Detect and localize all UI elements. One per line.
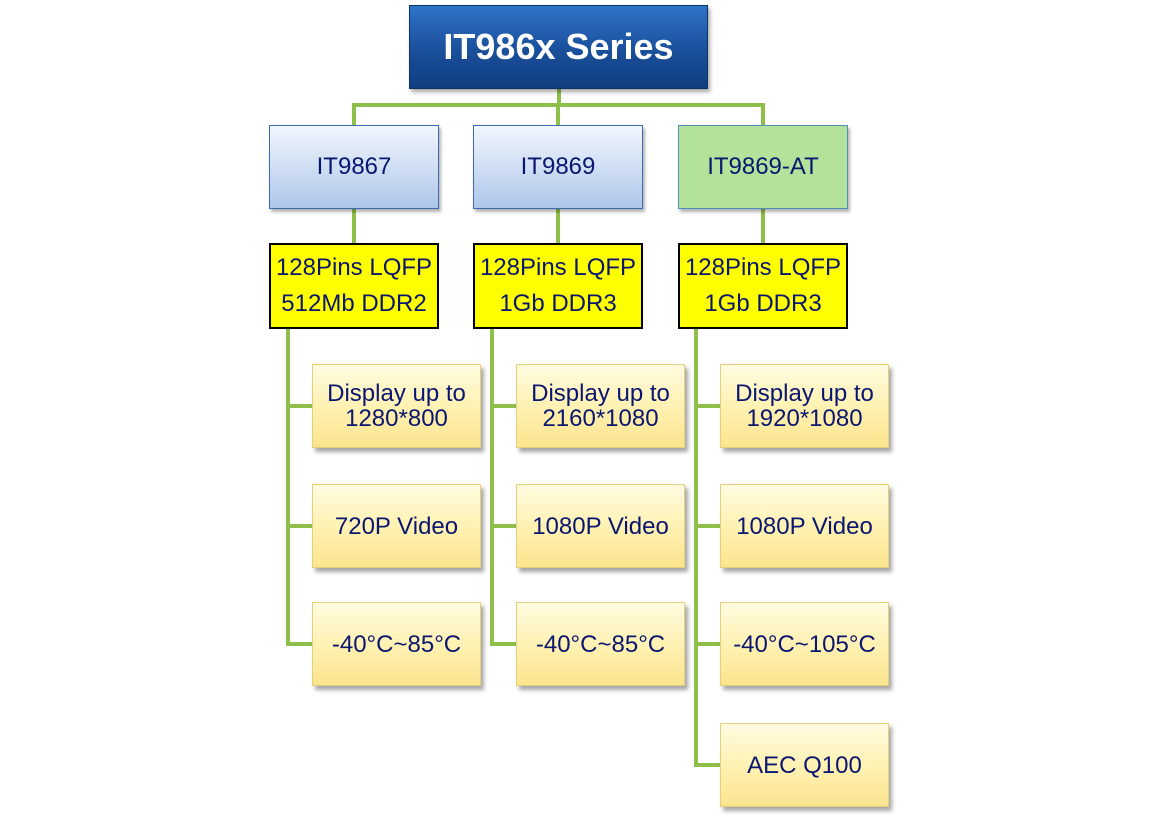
feature-line: -40°C~105°C — [733, 630, 876, 658]
package-label: 128Pins LQFP — [275, 254, 433, 281]
package-label: 128Pins LQFP — [684, 254, 842, 281]
feature-line: 1080P Video — [736, 512, 873, 540]
root-node: IT986x Series — [409, 5, 708, 89]
feature-node-video: 720P Video — [312, 484, 481, 568]
feature-node-video: 1080P Video — [720, 484, 889, 568]
feature-node-temperature: -40°C~85°C — [312, 602, 481, 686]
feature-line: -40°C~85°C — [331, 630, 462, 658]
model-node-it9869: IT9869 — [473, 125, 643, 209]
feature-node-display: Display up to 1920*1080 — [720, 364, 889, 448]
model-label: IT9867 — [316, 153, 392, 180]
feature-line: 1280*800 — [345, 405, 448, 432]
spec-node-it9869-at: 128Pins LQFP 1Gb DDR3 — [678, 243, 848, 329]
model-label: IT9869-AT — [707, 153, 819, 180]
model-node-it9869-at: IT9869-AT — [678, 125, 848, 209]
feature-line: Display up to — [531, 380, 670, 407]
feature-node-display: Display up to 2160*1080 — [516, 364, 685, 448]
feature-line: 720P Video — [334, 512, 459, 540]
feature-line: -40°C~85°C — [535, 630, 666, 658]
root-label: IT986x Series — [443, 26, 674, 67]
spec-node-it9867: 128Pins LQFP 512Mb DDR2 — [269, 243, 439, 329]
model-node-it9867: IT9867 — [269, 125, 439, 209]
feature-node-temperature: -40°C~85°C — [516, 602, 685, 686]
memory-label: 1Gb DDR3 — [499, 290, 617, 317]
feature-line: Display up to — [735, 380, 874, 407]
feature-line: Display up to — [327, 380, 466, 407]
feature-line: AEC Q100 — [747, 751, 862, 779]
feature-line: 2160*1080 — [542, 405, 659, 432]
spec-node-it9869: 128Pins LQFP 1Gb DDR3 — [473, 243, 643, 329]
memory-label: 512Mb DDR2 — [281, 290, 427, 317]
memory-label: 1Gb DDR3 — [704, 290, 822, 317]
feature-node-video: 1080P Video — [516, 484, 685, 568]
feature-line: 1080P Video — [532, 512, 669, 540]
feature-node-display: Display up to 1280*800 — [312, 364, 481, 448]
package-label: 128Pins LQFP — [479, 254, 637, 281]
feature-line: 1920*1080 — [746, 405, 863, 432]
feature-node-temperature: -40°C~105°C — [720, 602, 889, 686]
model-label: IT9869 — [520, 153, 596, 180]
feature-node-certification: AEC Q100 — [720, 723, 889, 807]
